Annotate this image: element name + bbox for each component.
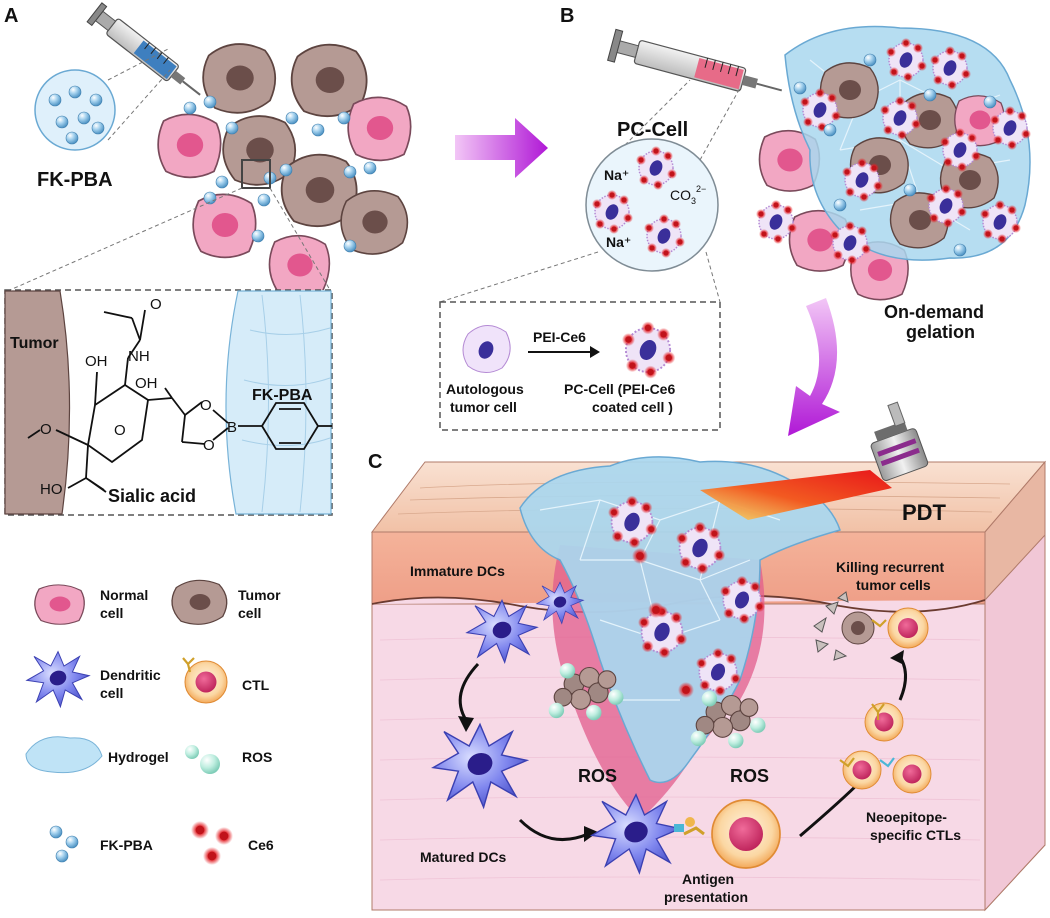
legend-normal-cell-icon xyxy=(34,584,85,625)
chem-b: B xyxy=(227,419,237,436)
legend-normal-label-2: cell xyxy=(100,605,123,621)
legend-fkpba-label: FK-PBA xyxy=(100,837,153,853)
legend-hydrogel-label: Hydrogel xyxy=(108,749,169,765)
legend xyxy=(25,579,233,865)
legend-dc-label-2: cell xyxy=(100,685,123,701)
fk-pba-magnified-view xyxy=(34,47,171,151)
chem-o-ring: O xyxy=(114,422,126,439)
pc-cell-preparation-inset xyxy=(439,301,721,431)
legend-ce6-label: Ce6 xyxy=(248,837,274,853)
legend-hydrogel-icon xyxy=(25,736,103,774)
chem-ho: HO xyxy=(40,481,63,498)
pc-cell-desc-1: PC-Cell (PEI-Ce6 xyxy=(564,381,675,397)
zoom-line-left xyxy=(9,187,243,291)
autologous-label-1: Autologous xyxy=(446,381,524,397)
inset-zoom-line-right xyxy=(705,251,721,303)
legend-ctl-icon xyxy=(182,657,228,704)
neoepitope-label-2: specific CTLs xyxy=(870,827,961,843)
tumor-label: Tumor xyxy=(10,335,59,352)
sialic-acid-structure xyxy=(27,309,332,493)
legend-dendritic-cell-icon xyxy=(26,650,90,708)
immature-dcs-label: Immature DCs xyxy=(410,563,505,579)
legend-dc-label-1: Dendritic xyxy=(100,667,161,683)
hydrogel-in-wound xyxy=(519,456,841,784)
legend-ce6-icon xyxy=(191,821,233,865)
legend-ros-label: ROS xyxy=(242,749,272,765)
chem-oh1: OH xyxy=(85,353,108,370)
sialic-acid-label: Sialic acid xyxy=(108,486,196,506)
inset-zoom-line-left xyxy=(439,251,599,303)
killing-label-2: tumor cells xyxy=(856,577,931,593)
laser-beam xyxy=(700,470,892,520)
syringe-icon-a xyxy=(86,2,201,96)
carbonate-ion: CO32− xyxy=(670,184,706,206)
pc-cell-zoom-line-right xyxy=(699,87,741,161)
ros-left-label: ROS xyxy=(578,766,617,786)
legend-tumor-label-1: Tumor xyxy=(238,587,281,603)
panel-label-a: A xyxy=(4,5,18,27)
neoepitope-ctl-cluster xyxy=(839,702,932,794)
legend-tumor-label-2: cell xyxy=(238,605,261,621)
laser-device-icon xyxy=(870,401,929,481)
legend-ros-icon xyxy=(185,745,220,774)
hydrogel-tissue-cluster xyxy=(756,25,1031,301)
tumor-killing-event xyxy=(813,591,929,661)
legend-tumor-cell-icon xyxy=(171,579,228,625)
legend-ctl-label: CTL xyxy=(242,677,270,693)
killing-label-1: Killing recurrent xyxy=(836,559,944,575)
pc-cell-desc-2: coated cell ) xyxy=(592,399,673,415)
syringe-icon-b xyxy=(607,28,783,92)
legend-normal-label-1: Normal xyxy=(100,587,148,603)
gelation-label: gelation xyxy=(906,322,975,342)
antigen-presentation-synapse xyxy=(590,793,781,874)
neoepitope-label-1: Neoepitope- xyxy=(866,809,947,825)
pc-cell-magnified-view xyxy=(585,138,719,272)
chem-o-carb: O xyxy=(40,421,52,438)
matured-dcs-label: Matured DCs xyxy=(420,849,507,865)
autologous-label-2: tumor cell xyxy=(450,399,517,415)
na-ion-2: Na⁺ xyxy=(606,234,631,250)
on-demand-label: On-demand xyxy=(884,302,984,322)
arrow-b-to-c xyxy=(788,298,840,436)
antigen-label-2: presentation xyxy=(664,889,748,905)
arrow-immature-to-matured xyxy=(458,662,480,721)
chem-o-ketone: O xyxy=(150,296,162,313)
ros-right-label: ROS xyxy=(730,766,769,786)
arrow-matured-to-presentation xyxy=(518,818,589,842)
fk-pba-inset-label: FK-PBA xyxy=(252,387,313,404)
chem-oh2: OH xyxy=(135,375,158,392)
na-ion-1: Na⁺ xyxy=(604,167,629,183)
arrow-a-to-b xyxy=(455,118,548,178)
chem-o1: O xyxy=(200,397,212,414)
chem-o2: O xyxy=(203,437,215,454)
antigen-label-1: Antigen xyxy=(682,871,734,887)
zoom-line-right xyxy=(269,187,331,291)
legend-fk-pba-icon xyxy=(49,825,79,863)
pdt-label: PDT xyxy=(902,500,947,525)
fk-pba-label: FK-PBA xyxy=(37,169,113,191)
panel-label-c: C xyxy=(368,451,382,473)
chem-nh: NH xyxy=(128,348,150,365)
pc-cell-zoom-line-left xyxy=(609,79,691,161)
pei-ce6-label: PEI-Ce6 xyxy=(533,329,586,345)
pc-cell-label: PC-Cell xyxy=(617,119,688,141)
panel-label-b: B xyxy=(560,5,574,27)
tumor-tissue-cluster xyxy=(157,43,412,297)
